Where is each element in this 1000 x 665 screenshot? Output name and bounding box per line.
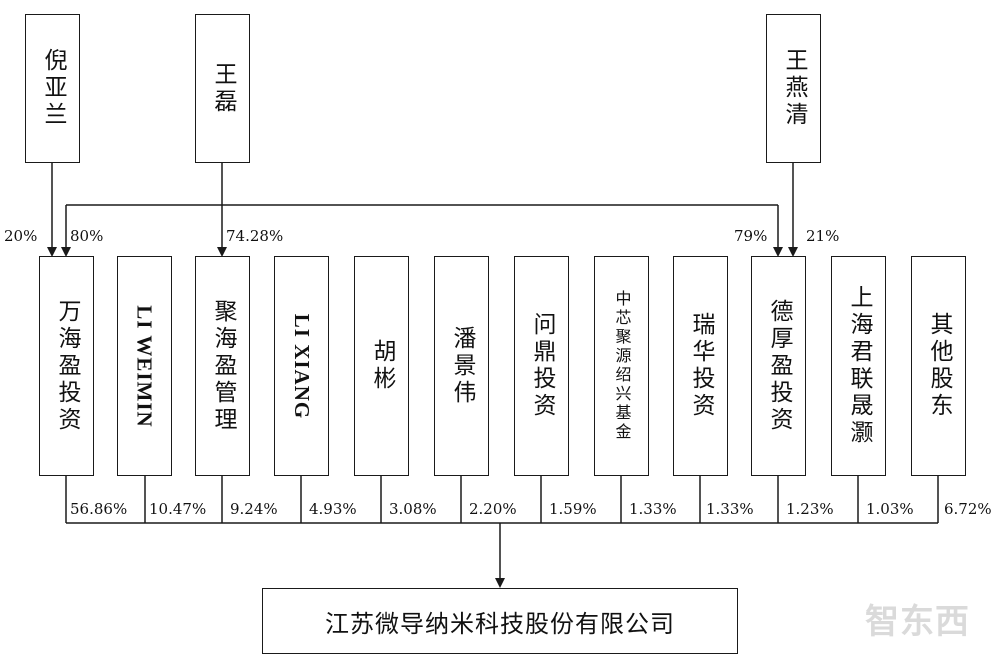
shareholder-pct: 56.86% (70, 500, 128, 518)
pct-ni-to-dehou: 79% (734, 227, 768, 245)
company-name: 江苏微导纳米科技股份有限公司 (325, 609, 675, 638)
owner-ni-yalan: 倪亚兰 (25, 14, 80, 163)
shareholder-pct: 1.33% (706, 500, 754, 518)
owner-wang-lei: 王磊 (195, 14, 250, 163)
shareholder-pct: 1.59% (549, 500, 597, 518)
shareholder-pct: 1.33% (629, 500, 677, 518)
shareholder-name: 上海君联晟灏 (846, 285, 872, 447)
shareholder-pct: 1.03% (866, 500, 914, 518)
pct-ni-to-wanhai: 20% (4, 227, 38, 245)
shareholder-name: LI XIANG (290, 313, 314, 419)
shareholder-box: 中芯聚源绍兴基金 (594, 256, 649, 476)
shareholder-box: LI WEIMIN (117, 256, 172, 476)
shareholder-pct: 10.47% (149, 500, 207, 518)
shareholder-name: 其他股东 (926, 312, 952, 420)
shareholder-pct: 3.08% (389, 500, 437, 518)
shareholder-box: LI XIANG (274, 256, 329, 476)
shareholder-box: 其他股东 (911, 256, 966, 476)
shareholder-box: 胡彬 (354, 256, 409, 476)
watermark-logo: 智东西 (865, 602, 970, 642)
shareholder-pct: 2.20% (469, 500, 517, 518)
pct-wangyanqing-to-dehou: 21% (806, 227, 840, 245)
pct-wangyanqing-to-wanhai: 80% (70, 227, 104, 245)
shareholder-name: 聚海盈管理 (210, 298, 236, 434)
shareholder-name: LI WEIMIN (133, 304, 158, 428)
shareholder-box: 问鼎投资 (514, 256, 569, 476)
owner-wang-yanqing: 王燕清 (766, 14, 821, 163)
shareholder-box: 德厚盈投资 (751, 256, 806, 476)
shareholder-name: 中芯聚源绍兴基金 (612, 290, 632, 442)
shareholder-name: 胡彬 (369, 339, 395, 393)
company-box: 江苏微导纳米科技股份有限公司 (262, 588, 738, 654)
shareholder-name: 德厚盈投资 (766, 298, 792, 434)
shareholder-name: 潘景伟 (449, 325, 475, 407)
shareholder-box: 上海君联晟灏 (831, 256, 886, 476)
shareholder-name: 万海盈投资 (54, 298, 80, 434)
shareholder-name: 瑞华投资 (688, 312, 714, 420)
shareholder-pct: 9.24% (230, 500, 278, 518)
shareholder-box: 万海盈投资 (39, 256, 94, 476)
shareholder-box: 潘景伟 (434, 256, 489, 476)
shareholder-name: 问鼎投资 (529, 312, 555, 420)
shareholder-pct: 4.93% (309, 500, 357, 518)
shareholder-box: 聚海盈管理 (195, 256, 250, 476)
shareholder-pct: 1.23% (786, 500, 834, 518)
pct-wanglei-to-juhai: 74.28% (226, 227, 284, 245)
shareholder-box: 瑞华投资 (673, 256, 728, 476)
shareholder-pct: 6.72% (944, 500, 992, 518)
